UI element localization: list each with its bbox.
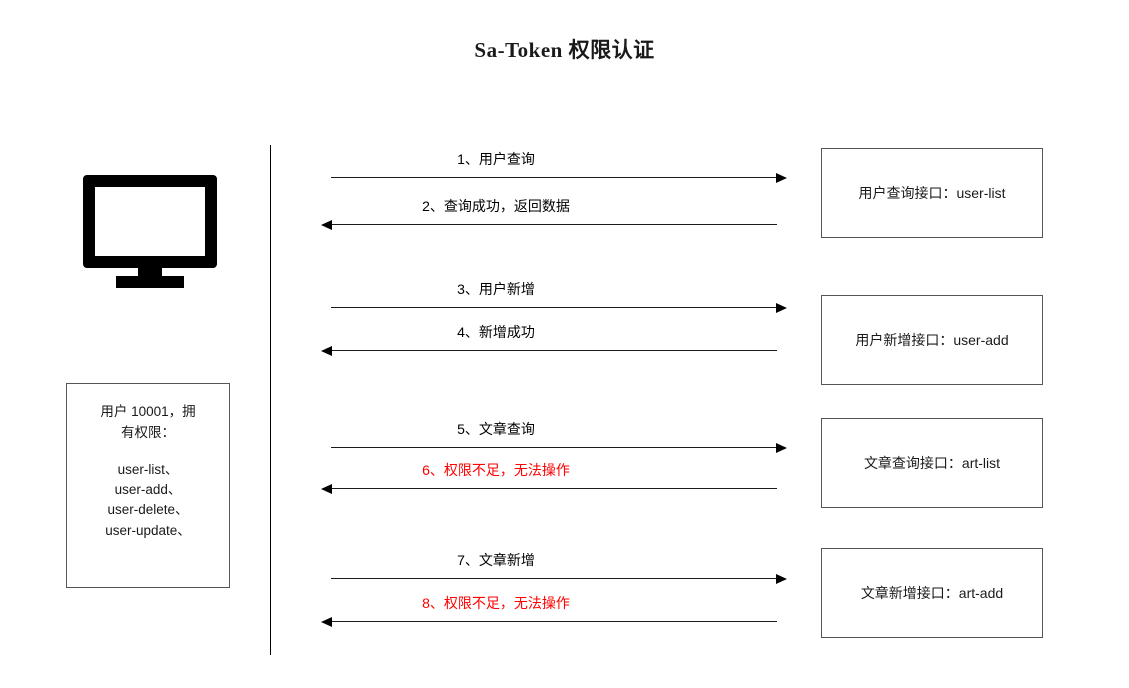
arrow-head-right-icon: [776, 442, 787, 453]
page-title: Sa-Token 权限认证: [474, 38, 655, 62]
message-arrow-5: [331, 442, 787, 453]
user-permission-heading: 用户 10001，拥 有权限：: [100, 404, 196, 440]
message-label-4: 4、新增成功: [457, 324, 535, 340]
message-label-1: 1、用户查询: [457, 151, 535, 167]
api-endpoint-label: 用户新增接口：user-add: [855, 332, 1009, 348]
message-arrow-2: [321, 219, 777, 230]
message-label-7: 7、文章新增: [457, 552, 535, 568]
arrow-head-left-icon: [321, 616, 332, 627]
api-endpoint-label: 用户查询接口：user-list: [858, 185, 1006, 201]
message-arrow-8: [321, 616, 777, 627]
user-permission-box: 用户 10001，拥 有权限： user-list、 user-add、 use…: [66, 383, 230, 588]
arrow-head-left-icon: [321, 219, 332, 230]
arrow-head-right-icon: [776, 573, 787, 584]
user-permission-list: user-list、 user-add、 user-delete、 user-u…: [105, 461, 191, 538]
arrow-head-left-icon: [321, 345, 332, 356]
api-endpoint-box-3: 文章查询接口：art-list: [821, 418, 1043, 508]
api-endpoint-label: 文章查询接口：art-list: [863, 455, 1001, 471]
arrow-head-right-icon: [776, 302, 787, 313]
api-endpoint-label: 文章新增接口：art-add: [860, 585, 1004, 601]
api-endpoint-box-4: 文章新增接口：art-add: [821, 548, 1043, 638]
api-endpoint-box-2: 用户新增接口：user-add: [821, 295, 1043, 385]
message-arrow-3: [331, 302, 787, 313]
message-label-6: 6、权限不足，无法操作: [422, 462, 570, 478]
message-arrow-6: [321, 483, 777, 494]
api-endpoint-box-1: 用户查询接口：user-list: [821, 148, 1043, 238]
message-arrow-1: [331, 172, 787, 183]
message-label-8: 8、权限不足，无法操作: [422, 595, 570, 611]
monitor-base-icon: [116, 276, 184, 288]
message-label-2: 2、查询成功，返回数据: [422, 198, 570, 214]
monitor-icon: [83, 175, 217, 288]
client-lifeline: [270, 145, 271, 655]
message-label-3: 3、用户新增: [457, 281, 535, 297]
message-arrow-7: [331, 573, 787, 584]
message-arrow-4: [321, 345, 777, 356]
arrow-head-left-icon: [321, 483, 332, 494]
monitor-screen-icon: [83, 175, 217, 268]
message-label-5: 5、文章查询: [457, 421, 535, 437]
arrow-head-right-icon: [776, 172, 787, 183]
